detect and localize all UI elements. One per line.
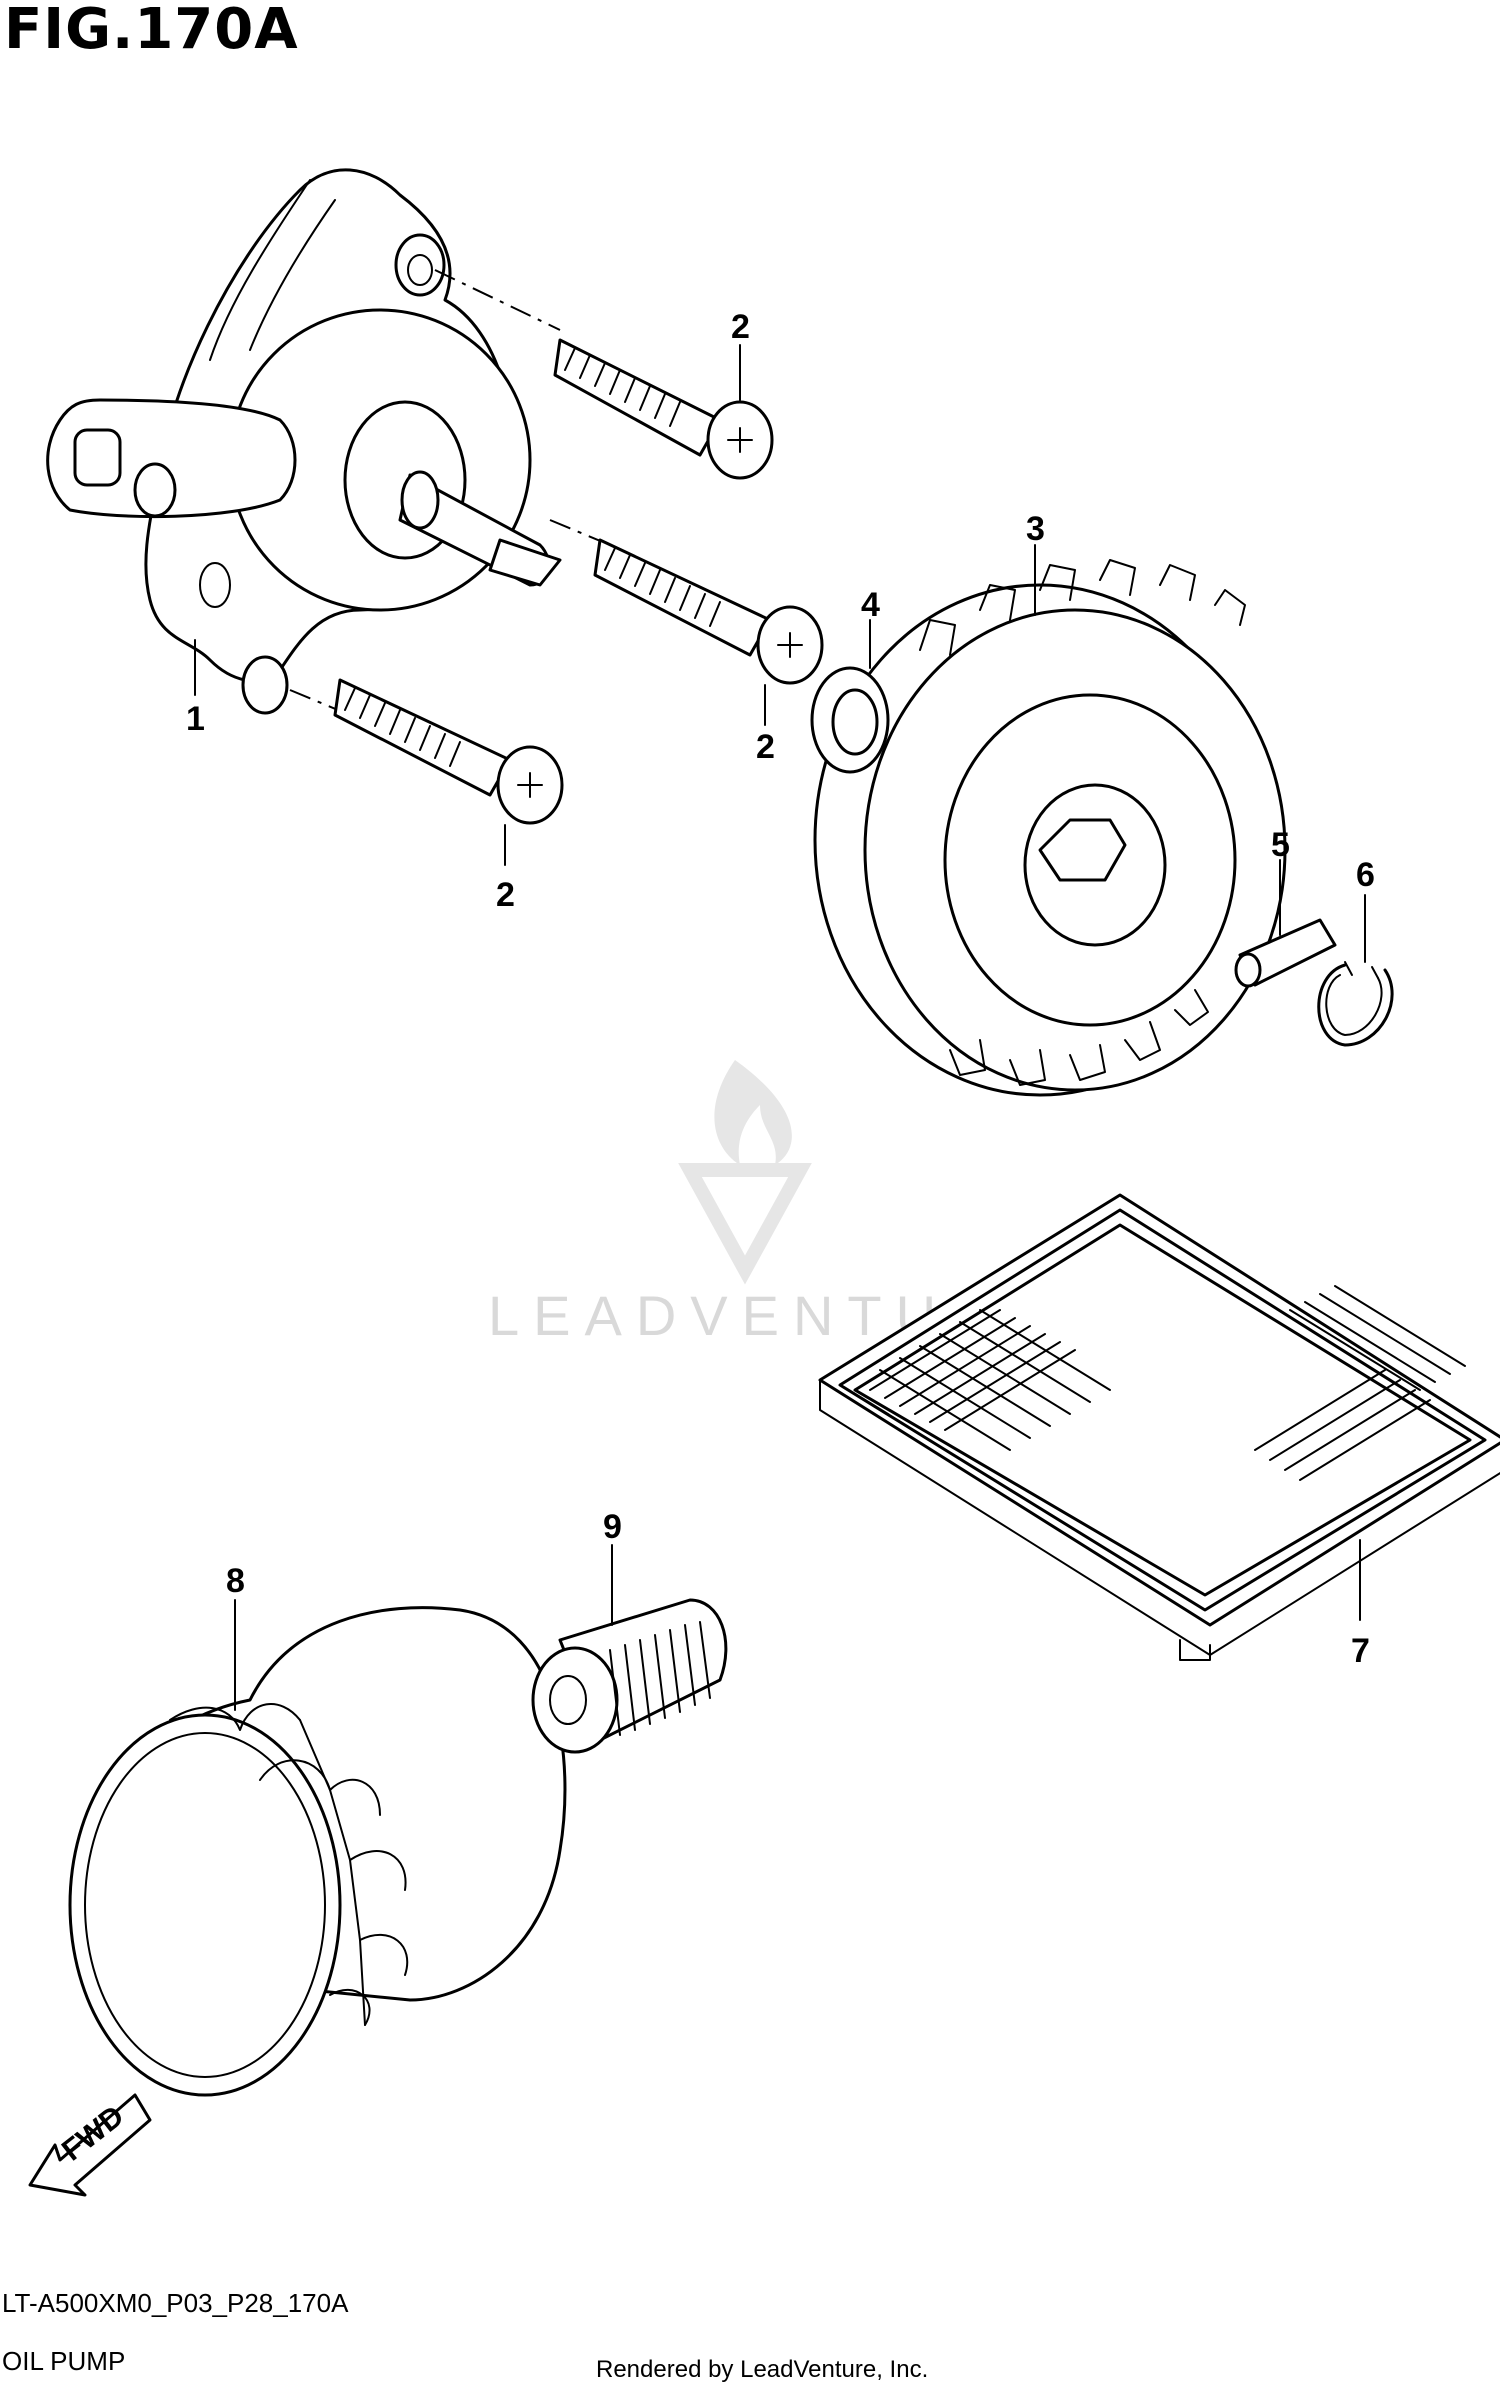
part-bolt-lower bbox=[333, 678, 564, 825]
callout-8: 8 bbox=[226, 1562, 245, 1600]
render-credit: Rendered by LeadVenture, Inc. bbox=[596, 2356, 929, 2383]
part-bolt-upper bbox=[553, 338, 774, 480]
figure-title: FIG.170A bbox=[4, 0, 299, 62]
fwd-arrow-icon: FWD bbox=[28, 2093, 152, 2197]
callouts: 1 2 2 2 3 4 5 6 7 8 9 bbox=[186, 308, 1375, 1670]
part-bolt-middle bbox=[593, 538, 824, 685]
callout-1: 1 bbox=[186, 700, 205, 738]
part-oil-pump-gear bbox=[813, 559, 1287, 1097]
callout-5: 5 bbox=[1271, 826, 1290, 864]
callout-4: 4 bbox=[861, 586, 880, 624]
part-circlip bbox=[1317, 961, 1394, 1047]
callout-6: 6 bbox=[1356, 856, 1375, 894]
callout-9: 9 bbox=[603, 1508, 622, 1546]
callout-3: 3 bbox=[1026, 510, 1045, 548]
section-title: OIL PUMP bbox=[2, 2346, 126, 2376]
callout-2c: 2 bbox=[496, 876, 515, 914]
callout-2a: 2 bbox=[731, 308, 750, 346]
callout-2b: 2 bbox=[756, 728, 775, 766]
part-oil-pump-body bbox=[46, 168, 611, 716]
part-pin bbox=[1234, 918, 1337, 988]
strainer-mesh bbox=[869, 1285, 1466, 1481]
part-washer bbox=[810, 666, 890, 774]
part-union-bolt bbox=[531, 1598, 728, 1754]
diagram-code: LT-A500XM0_P03_P28_170A bbox=[2, 2288, 349, 2318]
callout-7: 7 bbox=[1351, 1632, 1370, 1670]
part-oil-filter bbox=[68, 1606, 567, 2097]
leader-lines bbox=[194, 344, 1366, 1711]
part-oil-strainer bbox=[818, 1193, 1500, 1661]
